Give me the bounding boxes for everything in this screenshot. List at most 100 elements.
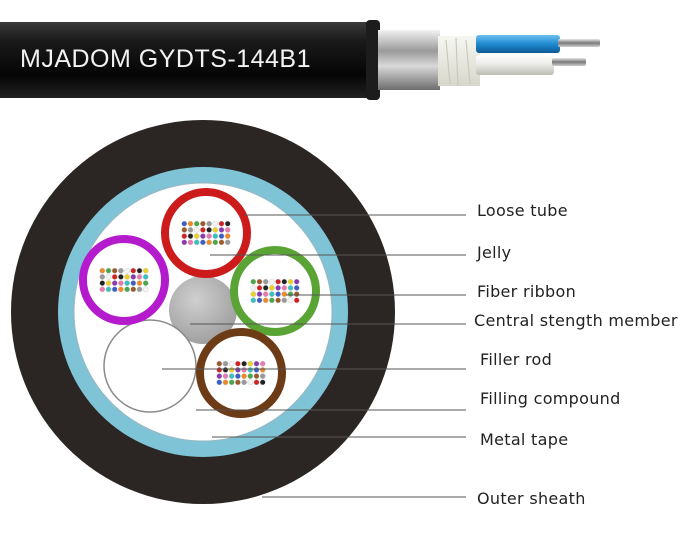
fiber-dot	[250, 278, 257, 285]
fiber-dot	[216, 373, 223, 379]
fiber-dot	[212, 227, 219, 233]
label-outer-sheath: Outer sheath	[477, 489, 586, 508]
fiber-dot	[212, 220, 219, 227]
fiber-dot	[235, 373, 241, 379]
fiber-dot	[111, 286, 118, 293]
label-metal-tape: Metal tape	[480, 430, 569, 449]
fiber-dot	[218, 239, 225, 246]
fiber-dot	[250, 291, 257, 297]
tape-wrinkles	[445, 37, 471, 87]
fiber-dot	[262, 291, 269, 297]
filler-rod	[103, 319, 197, 413]
fiber-dot	[224, 227, 231, 233]
fiber-dot	[235, 360, 241, 367]
fiber-dot	[287, 285, 294, 291]
fiber-dot	[228, 379, 235, 386]
fiber-dot	[281, 278, 288, 285]
fiber-dot	[111, 280, 118, 286]
fiber-dot	[287, 297, 294, 304]
fiber-dot	[241, 360, 247, 367]
fiber-dot	[224, 239, 231, 246]
fiber-dot	[181, 233, 188, 239]
fiber-dot	[241, 373, 247, 379]
fiber-dot	[235, 367, 241, 373]
fiber-dot	[222, 379, 229, 386]
fiber-dot	[136, 267, 143, 274]
fiber-dot	[222, 360, 229, 367]
loose-tube-green	[230, 246, 320, 336]
fiber-dot	[275, 291, 281, 297]
fiber-dot	[142, 286, 149, 293]
fiber-dot	[253, 373, 260, 379]
fiber-dot	[142, 274, 149, 280]
fiber-dot	[241, 379, 247, 386]
fiber-dot	[105, 274, 112, 280]
fiber-dot	[212, 239, 219, 246]
fiber-dot	[256, 285, 263, 291]
fiber-dot	[212, 233, 219, 239]
fiber-dot	[111, 267, 118, 274]
fiber-dot	[124, 286, 130, 293]
fiber-dot	[259, 373, 266, 379]
cable-jacket	[0, 22, 378, 98]
fiber-dot	[224, 233, 231, 239]
fiber-dot	[136, 280, 143, 286]
leader-lines	[162, 214, 466, 498]
fiber-dot	[250, 297, 257, 304]
loose-tube-brown	[196, 328, 286, 418]
fiber-dot	[222, 367, 229, 373]
fiber-dot	[216, 379, 223, 386]
steel-wire-upper	[558, 39, 600, 47]
fiber-dot	[118, 280, 124, 286]
fiber-dot	[241, 367, 247, 373]
fiber-dot	[262, 278, 269, 285]
fiber-dot	[224, 220, 231, 227]
fiber-dot	[124, 274, 130, 280]
fiber-dot	[187, 220, 194, 227]
fiber-dot	[259, 360, 266, 367]
fiber-dot	[269, 285, 275, 291]
fiber-dot	[142, 267, 149, 274]
fiber-ribbon-group	[99, 220, 300, 386]
fiber-dot	[200, 227, 206, 233]
fiber-dot	[218, 227, 225, 233]
fiber-dot	[228, 373, 235, 379]
fiber-dot	[247, 373, 254, 379]
fiber-dot	[206, 233, 212, 239]
fiber-dot	[193, 233, 200, 239]
fiber-dot	[181, 239, 188, 246]
fiber-dot	[124, 267, 130, 274]
fiber-dot	[200, 239, 206, 246]
fiber-dot	[247, 360, 254, 367]
fiber-dot	[293, 285, 300, 291]
fiber-dot	[275, 297, 281, 304]
fiber-dot	[130, 280, 137, 286]
fiber-dot	[275, 285, 281, 291]
loose-tube-purple	[79, 235, 169, 325]
fiber-dot	[206, 227, 212, 233]
fiber-dot	[259, 367, 266, 373]
cable-jacket-end	[366, 20, 380, 100]
label-central-strength-member: Central stength member	[474, 311, 678, 330]
fiber-dot	[269, 291, 275, 297]
white-loose-tube	[476, 55, 554, 75]
fiber-dot	[206, 239, 212, 246]
metal-tape-layer	[378, 30, 440, 90]
fiber-dot	[253, 379, 260, 386]
fiber-dot	[111, 274, 118, 280]
fiber-dot	[293, 291, 300, 297]
water-blocking-tape	[438, 36, 480, 86]
fiber-dot	[130, 274, 137, 280]
fiber-dot	[105, 280, 112, 286]
loose-tube-red	[161, 188, 251, 278]
fiber-dot	[256, 297, 263, 304]
fiber-dot	[293, 297, 300, 304]
label-filler-rod: Filler rod	[480, 350, 553, 369]
fiber-dot	[216, 367, 223, 373]
fiber-dot	[287, 278, 294, 285]
fiber-dot	[187, 227, 194, 233]
fiber-dot	[259, 379, 266, 386]
fiber-dot	[99, 274, 106, 280]
